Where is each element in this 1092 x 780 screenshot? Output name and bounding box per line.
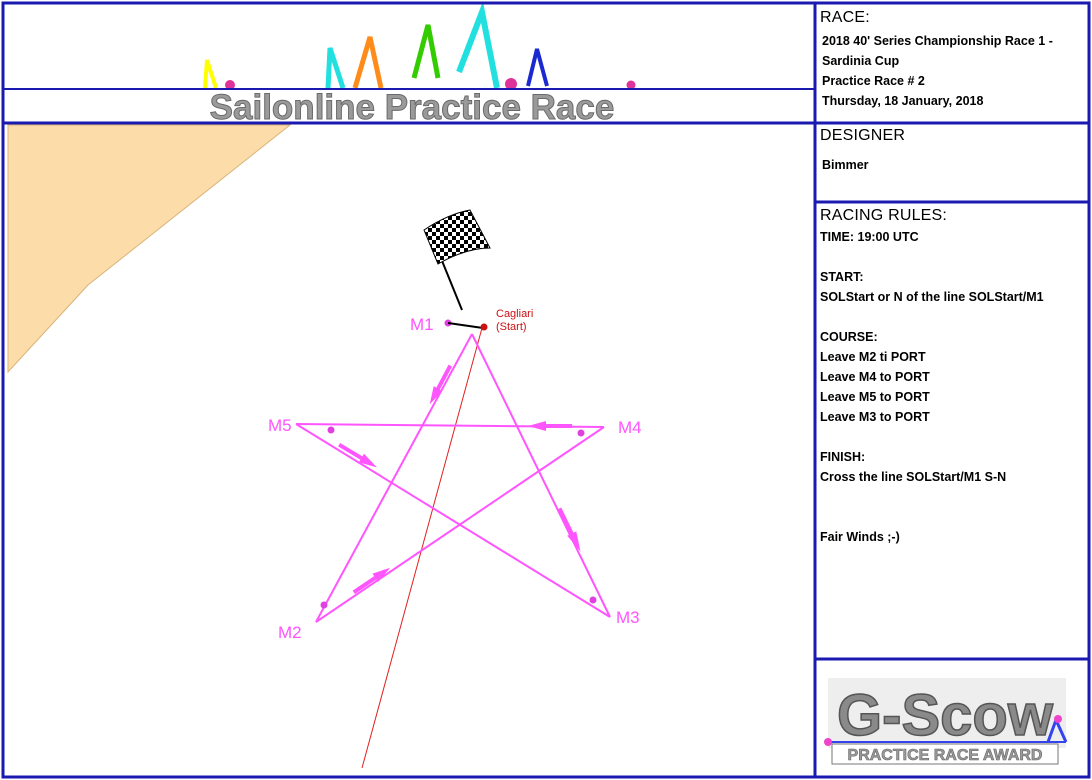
start-location-sublabel: (Start): [496, 321, 527, 333]
rhumb-line: [361, 327, 483, 769]
mark-dot-m3: [589, 596, 597, 604]
rules-course-heading: COURSE:: [820, 330, 878, 344]
race-line: Practice Race # 2: [822, 74, 925, 88]
race-line: Thursday, 18 January, 2018: [822, 94, 984, 108]
mark-dot-m4: [577, 429, 585, 437]
banner-title: Sailonline Practice Race: [210, 88, 615, 127]
course-leg: [315, 333, 473, 623]
mark-label-m2: M2: [278, 623, 302, 642]
course-leg: [471, 333, 611, 618]
rules-time: TIME: 19:00 UTC: [820, 230, 919, 244]
course-arrows: [338, 364, 581, 594]
mark-dot-m2: [320, 601, 328, 609]
course-arrow: [429, 364, 453, 405]
banner-sail-green: [411, 24, 441, 79]
award-logo-shadow: [828, 678, 1066, 748]
racing-rules: TIME: 19:00 UTC START: SOLStart or N of …: [820, 227, 1044, 547]
rules-start-heading: START:: [820, 270, 864, 284]
race-heading: RACE:: [820, 9, 870, 26]
designer-name: Bimmer: [822, 158, 869, 172]
banner-buoy: [505, 78, 517, 90]
course-arrow: [338, 442, 377, 468]
banner-sail-cyan-large: [456, 1, 500, 89]
race-line: 2018 40' Series Championship Race 1 -: [822, 34, 1053, 48]
start-location-label: Cagliari: [496, 308, 533, 320]
rules-closing: Fair Winds ;-): [820, 530, 900, 544]
start-point: [480, 323, 488, 331]
gscow-award-logo: G-Scow PRACTICE RACE AWARD: [824, 678, 1068, 765]
banner-buoy: [626, 80, 636, 90]
mark-dot-m5: [327, 426, 335, 434]
mark-label-m1: M1: [410, 315, 434, 334]
checkered-flag-icon: [423, 209, 491, 311]
rules-start-text: SOLStart or N of the line SOLStart/M1: [820, 290, 1044, 304]
course-arrow: [352, 567, 391, 594]
course-star: [295, 333, 611, 623]
rules-course-line: Leave M5 to PORT: [820, 390, 930, 404]
racing-rules-heading: RACING RULES:: [820, 207, 948, 224]
banner-sail-yellow: [203, 59, 218, 89]
rules-finish-heading: FINISH:: [820, 450, 866, 464]
banner-sail-cyan-small: [325, 47, 346, 89]
rules-course-line: Leave M4 to PORT: [820, 370, 930, 384]
course-arrow: [557, 507, 581, 552]
mark-label-m3: M3: [616, 608, 640, 627]
award-subtitle: PRACTICE RACE AWARD: [848, 747, 1043, 764]
award-logo-buoy: [1054, 715, 1062, 723]
mark-label-m5: M5: [268, 416, 292, 435]
rules-course-line: Leave M2 ti PORT: [820, 350, 926, 364]
start-line: [447, 322, 484, 329]
award-subtitle-box: [831, 743, 1059, 765]
rules-finish-text: Cross the line SOLStart/M1 S-N: [820, 470, 1007, 484]
course-leg: [295, 423, 611, 618]
land-area: [7, 124, 292, 374]
banner-boats: [203, 1, 636, 90]
course-arrow: [528, 421, 572, 431]
designer-heading: DESIGNER: [820, 127, 906, 144]
banner-sail-blue: [526, 48, 549, 87]
race-details: 2018 40' Series Championship Race 1 - Sa…: [822, 31, 1053, 111]
banner-buoy: [225, 80, 235, 90]
mark-label-m4: M4: [618, 418, 642, 437]
award-logo-buoy: [824, 738, 832, 746]
banner-sail-orange: [352, 36, 384, 89]
rules-course-line: Leave M3 to PORT: [820, 410, 930, 424]
race-line: Sardinia Cup: [822, 54, 900, 68]
award-logo-text: G-Scow: [837, 683, 1054, 748]
